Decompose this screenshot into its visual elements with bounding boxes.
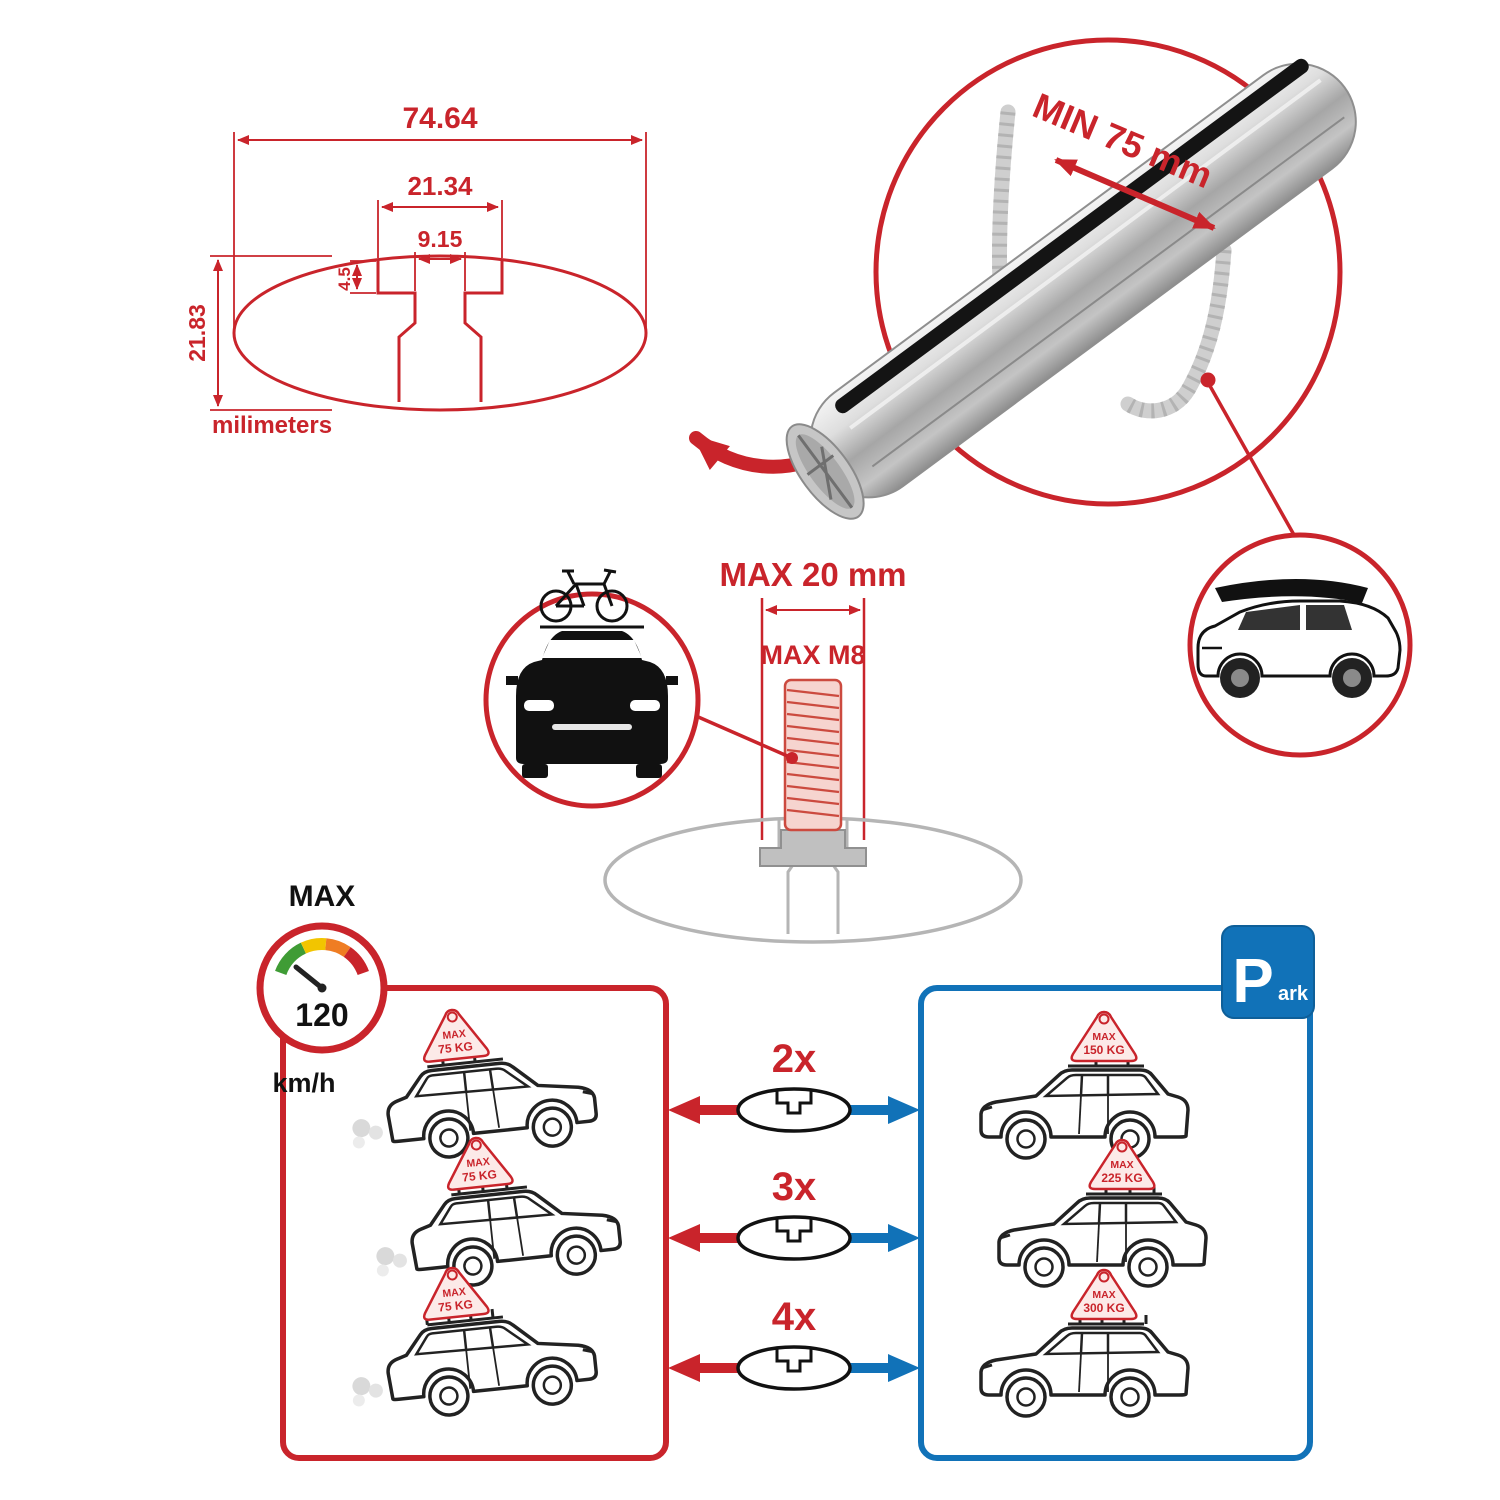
bike-car-view <box>483 568 701 809</box>
max-thread-label: MAX M8 <box>760 640 865 670</box>
bar-rubber-strip <box>835 58 1309 414</box>
bar-detail-view: MIN 75 mm <box>785 37 1357 543</box>
bar-count-column: 2x 3x 4x <box>668 1037 920 1391</box>
crossbar-cross-section-icon <box>736 1345 852 1391</box>
bicycle-icon <box>539 568 629 623</box>
driving-car-row-3: MAX 75 KG <box>350 1263 601 1423</box>
bolt-thread <box>783 678 843 832</box>
driving-car-row-2: MAX 75 KG <box>374 1133 625 1293</box>
park-sign: P ark <box>1221 925 1315 1019</box>
min-span-arrow <box>1054 157 1216 231</box>
park-suffix: ark <box>1278 983 1309 1005</box>
channel-profile-left <box>376 261 417 402</box>
parked-box <box>918 985 1313 1461</box>
flag-max-label: MAX <box>1110 1159 1133 1171</box>
arrow-left-1 <box>668 1096 752 1124</box>
flag-load-value: 75 KG <box>438 1297 474 1315</box>
rail-anchor-dot <box>1200 372 1216 388</box>
parked-car-row-2: MAX 225 KG <box>997 1138 1208 1288</box>
parked-car-row-1: MAX 150 KG <box>979 1010 1190 1160</box>
suv-roofbox-view <box>1187 532 1413 758</box>
t-bolt-head <box>759 829 867 867</box>
flag-load-value: 300 KG <box>1083 1301 1124 1315</box>
flag-load-value: 75 KG <box>438 1039 474 1057</box>
max-width-label: MAX 20 mm <box>719 556 906 593</box>
flag-max-label: MAX <box>466 1156 490 1170</box>
flag-max-label: MAX <box>1092 1289 1115 1301</box>
flag-load-value: 75 KG <box>462 1167 498 1185</box>
park-letter: P <box>1232 947 1273 1016</box>
crossbar-cross-section-icon <box>736 1087 852 1133</box>
flag-max-label: MAX <box>442 1028 466 1042</box>
dim-total-width: 74.64 <box>402 102 477 135</box>
count-label-1: 2x <box>772 1037 817 1081</box>
connector-to-car <box>1208 385 1300 543</box>
parked-car-row-3: MAX 300 KG <box>979 1268 1190 1418</box>
roof-rail-ghost <box>991 104 1232 419</box>
arrow-left-2 <box>668 1224 752 1252</box>
driving-car-row-1: MAX 75 KG <box>350 1005 601 1165</box>
dim-height: 21.83 <box>184 304 210 362</box>
bolt-detail: MAX 20 mm MAX M8 <box>603 556 1023 944</box>
roof-box <box>1215 579 1368 603</box>
speed-units: km/h <box>272 1068 335 1098</box>
speed-max-label: MAX <box>289 880 356 913</box>
count-label-2: 3x <box>772 1165 817 1209</box>
crossbar-render <box>785 58 1357 520</box>
flag-max-label: MAX <box>442 1286 466 1300</box>
units-label: milimeters <box>212 412 332 439</box>
magnifier-circle <box>873 37 1343 507</box>
arrow-right-1 <box>836 1096 920 1124</box>
driving-box <box>280 985 669 1461</box>
car-front-icon <box>506 625 678 778</box>
speed-value: 120 <box>295 997 348 1033</box>
count-label-3: 4x <box>772 1295 817 1339</box>
flag-load-value: 225 KG <box>1101 1171 1142 1185</box>
channel-profile-right <box>463 261 504 402</box>
dim-lip-depth: 4.5 <box>335 267 354 291</box>
dim-channel-inner: 9.15 <box>418 226 463 252</box>
connector-to-bike-car <box>695 714 793 760</box>
arrow-right-2 <box>836 1224 920 1252</box>
arrow-left-3 <box>668 1354 752 1382</box>
flag-max-label: MAX <box>1092 1031 1115 1043</box>
cross-section-drawing: 74.64 21.34 9.15 4.5 21.83 milimeters <box>184 102 648 439</box>
arrow-right-3 <box>836 1354 920 1382</box>
dim-channel-outer: 21.34 <box>407 171 473 201</box>
flag-load-value: 150 KG <box>1083 1043 1124 1057</box>
cross-section-ellipse <box>232 254 648 412</box>
speedometer-icon: MAX 120 km/h <box>256 880 388 1098</box>
crossbar-cross-section-icon <box>736 1215 852 1261</box>
